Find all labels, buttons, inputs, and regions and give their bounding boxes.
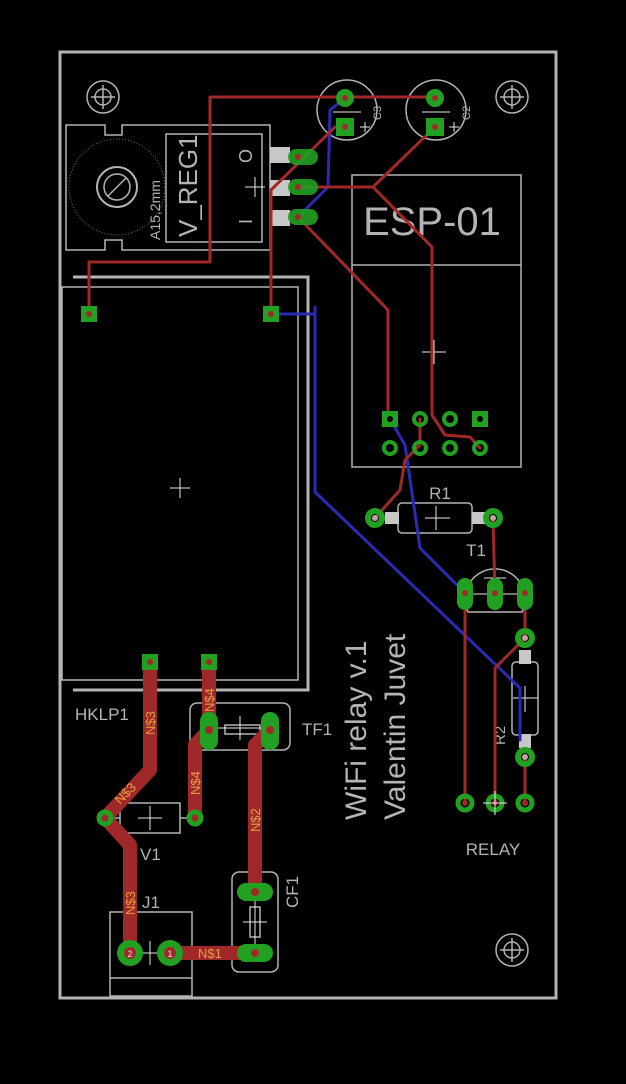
- tf1-outline: [189, 702, 291, 751]
- relay-label: RELAY: [466, 840, 521, 859]
- net-label-n3: N$3: [123, 891, 138, 915]
- board-title: WiFi relay v.1: [340, 641, 373, 820]
- esp01-label: ESP-01: [363, 200, 501, 244]
- pads: [81, 89, 535, 966]
- j1-pin1-label: 1: [167, 949, 172, 959]
- heatsink-label: A15,2mm: [147, 180, 163, 240]
- mounting-hole-top-left: [86, 80, 120, 114]
- board-outline: [58, 50, 558, 1000]
- cf1-label: CF1: [283, 876, 302, 908]
- mounting-hole-bottom-right: [495, 933, 529, 967]
- j1-label: J1: [142, 893, 160, 912]
- esp01-outline: [351, 174, 522, 468]
- hklp1-outline: [61, 275, 310, 692]
- vreg1-out-label: O: [236, 149, 256, 163]
- net-label-n3: N$3: [143, 711, 158, 735]
- c3-outline: [316, 79, 378, 141]
- r1-outline: [385, 502, 486, 534]
- net-label-n4: N$4: [202, 688, 217, 712]
- vreg1-in-label: I: [236, 219, 256, 224]
- bottom-copper-traces: [269, 96, 522, 742]
- net-label-n2: N$2: [248, 808, 263, 832]
- net-label-n1: N$1: [198, 946, 222, 961]
- vreg1-label: V_REG1: [173, 134, 203, 237]
- r1-label: R1: [429, 484, 451, 503]
- mounting-hole-top-right: [495, 80, 529, 114]
- r2-outline: [511, 650, 539, 748]
- c3-label: C3: [372, 106, 384, 120]
- j1-pin2-label: 2: [127, 949, 132, 959]
- tf1-label: TF1: [302, 720, 332, 739]
- c2-outline: [405, 79, 467, 141]
- c2-label: C2: [461, 106, 473, 120]
- net-label-n4: N$4: [188, 771, 203, 795]
- board-author: Valentin Juvet: [379, 633, 412, 820]
- hklp1-label: HKLP1: [75, 705, 129, 724]
- t1-label: T1: [466, 541, 486, 560]
- v1-label: V1: [140, 845, 161, 864]
